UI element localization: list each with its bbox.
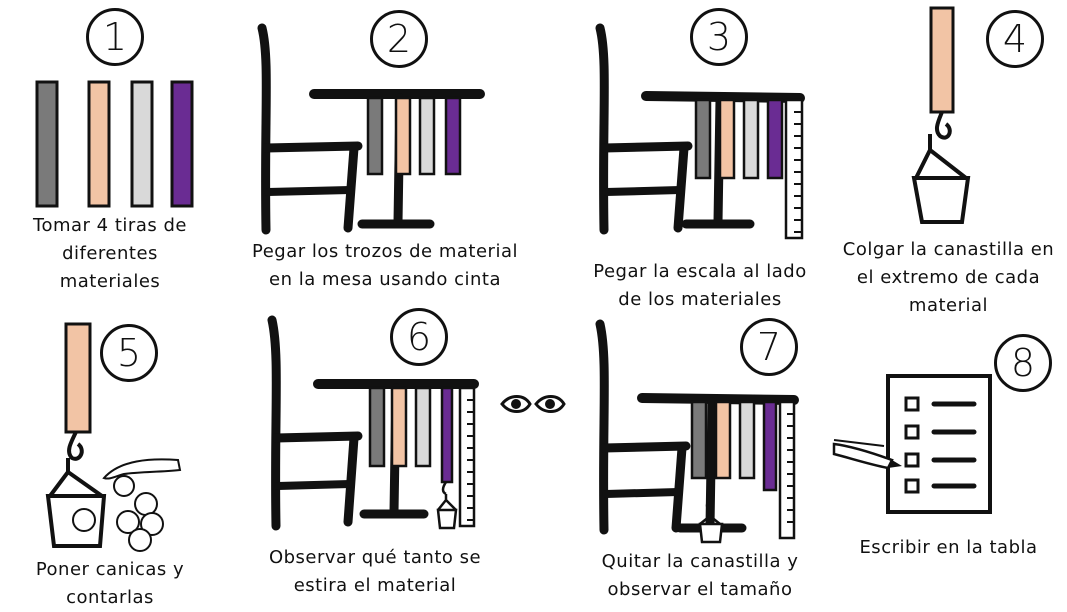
caption-line: observar el tamaño: [607, 579, 793, 600]
strips-icon: [35, 80, 194, 208]
chair-table-icon: [595, 319, 799, 544]
basket-icon: [911, 6, 971, 224]
step-3: 3 Pegar la escala al lado de los materia…: [580, 0, 820, 310]
step-1: 1 Tomar 4 tiras de diferentes materiales: [0, 0, 220, 300]
step-5: 5 Poner canicas y contarlas: [0, 310, 220, 609]
step-3-caption: Pegar la escala al lado de los materiale…: [580, 258, 820, 314]
eyes-icon: [500, 395, 566, 413]
chair-table-icon: [257, 23, 485, 235]
ruler-icon: [778, 400, 796, 540]
caption-line: Poner canicas y: [35, 559, 185, 580]
caption-line: material: [908, 295, 989, 316]
step-5-caption: Poner canicas y contarlas: [10, 556, 210, 612]
step-6-caption: Observar qué tanto se estira el material: [250, 544, 500, 600]
step-1-caption: Tomar 4 tiras de diferentes materiales: [10, 212, 210, 296]
chair-table-icon: [595, 23, 805, 240]
step-5-number: 5: [100, 324, 158, 382]
hand-icon: [102, 458, 182, 480]
caption-line: Tomar 4 tiras de: [33, 215, 187, 236]
ruler-icon: [458, 386, 476, 528]
ruler-icon: [784, 98, 804, 240]
step-7-number: 7: [740, 318, 798, 376]
caption-line: Pegar la escala al lado: [593, 261, 807, 282]
step-2-number: 2: [370, 10, 428, 68]
caption-line: estira el material: [293, 575, 457, 596]
step-7-caption: Quitar la canastilla y observar el tamañ…: [580, 548, 820, 604]
step-8: 8 Escribir en la tabla: [830, 320, 1067, 609]
step-3-number: 3: [690, 8, 748, 66]
caption-line: el extremo de cada: [856, 267, 1041, 288]
marbles-icon: [113, 475, 164, 552]
step-6-number: 6: [390, 308, 448, 366]
caption-line: Quitar la canastilla y: [601, 551, 799, 572]
basket-icon: [45, 322, 182, 552]
step-4-caption: Colgar la canastilla en el extremo de ca…: [830, 236, 1067, 320]
caption-line: Colgar la canastilla en: [842, 239, 1055, 260]
caption-line: Escribir en la tabla: [859, 537, 1038, 558]
checklist-icon: [832, 374, 992, 514]
caption-line: contarlas: [66, 587, 154, 608]
step-2-caption: Pegar los trozos de material en la mesa …: [240, 238, 530, 294]
step-8-caption: Escribir en la tabla: [830, 534, 1067, 562]
step-1-number: 1: [86, 8, 144, 66]
pen-icon: [832, 439, 902, 470]
caption-line: Observar qué tanto se: [268, 547, 482, 568]
step-4-number: 4: [986, 10, 1044, 68]
step-6: 6 Observar qué tanto se estira el materi…: [250, 300, 500, 609]
caption-line: materiales: [59, 271, 161, 292]
step-4: 4 Colgar la canastilla en el extremo de …: [830, 0, 1067, 330]
step-8-number: 8: [994, 334, 1052, 392]
caption-line: Pegar los trozos de material: [252, 241, 518, 262]
caption-line: diferentes: [62, 243, 158, 264]
chair-table-icon: [267, 315, 479, 531]
caption-line: en la mesa usando cinta: [269, 269, 501, 290]
step-7: 7 Quitar la canastilla y observar el tam…: [580, 300, 820, 609]
step-2: 2 Pegar los trozos de material en la mes…: [240, 0, 530, 300]
caption-line: de los materiales: [618, 289, 782, 310]
